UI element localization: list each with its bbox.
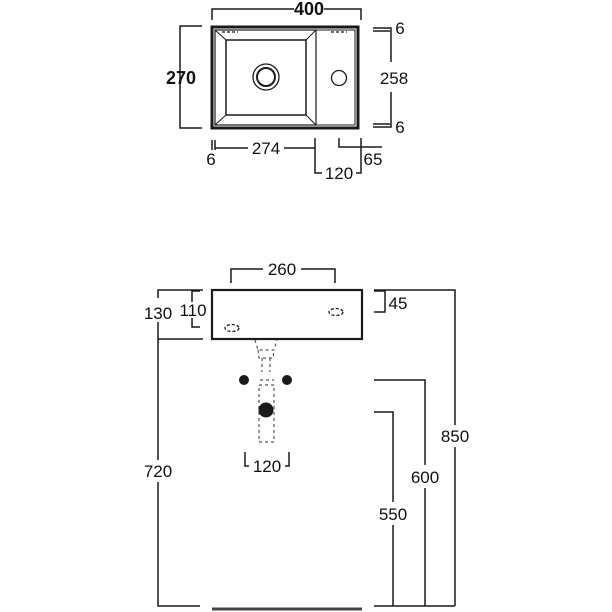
dim-depth-270: 270: [166, 68, 196, 88]
dim-rim-45: 45: [389, 294, 408, 313]
dim-drain-spacing-120: 120: [253, 457, 281, 476]
wall-fixing-right: [282, 375, 292, 385]
tap-hole: [330, 69, 348, 87]
top-view-labels: 400 270 258 6 6 6 274 120 65: [166, 0, 408, 183]
front-view-labels: 260 130 110 45 120 720 850 600 550: [144, 260, 469, 524]
dim-width-400: 400: [294, 0, 324, 19]
dim-body-height-110: 110: [179, 301, 206, 320]
bowl-inner: [225, 39, 307, 116]
dim-floor-to-top-850: 850: [441, 427, 469, 446]
top-view: [179, 8, 392, 174]
dim-floor-to-base-720: 720: [144, 462, 172, 481]
dim-top-width-260: 260: [268, 260, 296, 279]
dim-floor-600: 600: [411, 468, 439, 487]
waste-outlet: [258, 402, 274, 418]
wall-fixing-left: [239, 375, 249, 385]
trap-dashed: [254, 339, 278, 443]
basin-front: [210, 288, 364, 341]
dim-bowl-width-274: 274: [252, 139, 280, 158]
drain-outer: [252, 63, 280, 91]
dim-deck-120: 120: [325, 164, 353, 183]
dim-floor-550: 550: [379, 505, 407, 524]
front-view: [157, 268, 456, 611]
drain-inner: [256, 67, 276, 87]
dim-total-height-130: 130: [144, 304, 172, 323]
dim-rim-bottom-6: 6: [395, 118, 404, 137]
dim-left-rim-6: 6: [206, 150, 215, 169]
dim-rim-top-6: 6: [395, 19, 404, 38]
sink-outline: [210, 25, 360, 130]
dim-tap-offset-65: 65: [364, 150, 383, 169]
bowl-outline: [214, 29, 317, 126]
dim-inner-depth-258: 258: [380, 69, 408, 88]
